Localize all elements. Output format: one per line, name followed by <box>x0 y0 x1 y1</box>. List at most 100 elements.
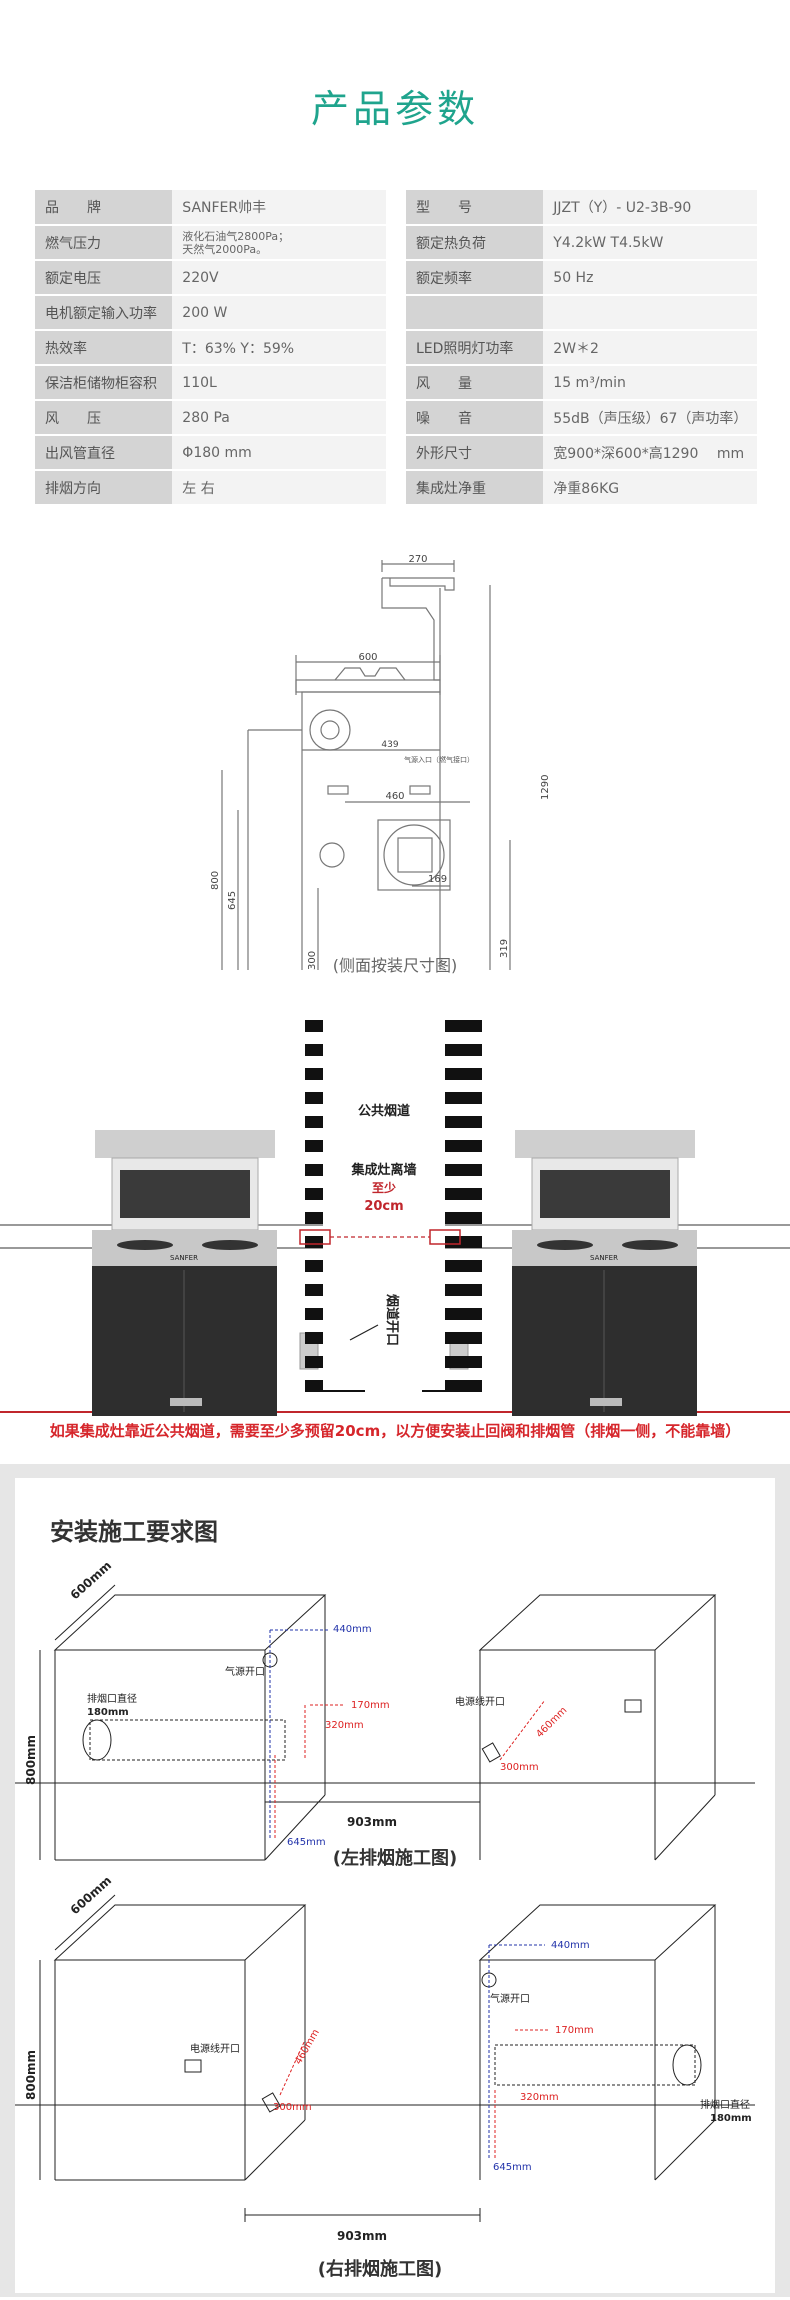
spec-gap <box>386 435 406 471</box>
spec-value: SANFER帅丰 <box>172 190 386 226</box>
spec-value: 50 Hz <box>543 260 757 296</box>
dim-439: 439 <box>381 740 398 750</box>
flue-illustration: SANFER SANFER 公共烟道 集成灶离墙 至少 20cm 烟道开口 <box>0 1020 790 1416</box>
install-sheet <box>15 1478 775 2293</box>
spec-value: Φ180 mm <box>172 435 386 471</box>
dim-320-right: 320mm <box>520 2092 559 2103</box>
gas-inlet-note: 气源入口（燃气接口） <box>404 755 474 764</box>
install-drawings: 600mm 800mm 排烟口直径 180mm 气源开口 440mm 170mm… <box>15 1558 755 2243</box>
stove-right: SANFER <box>512 1130 697 1416</box>
spec-value: 15 m³/min <box>543 365 757 401</box>
spec-value: 200 W <box>172 295 386 331</box>
min-value: 20cm <box>364 1199 403 1214</box>
dim-300-left: 300mm <box>500 1762 539 1773</box>
spec-label: LED照明灯功率 <box>406 330 544 366</box>
spec-value: 净重86KG <box>543 470 757 506</box>
exhaust-label-left: 排烟口直径 <box>87 1692 137 1705</box>
brand-left: SANFER <box>170 1254 198 1262</box>
spec-label: 风 压 <box>35 400 173 436</box>
dim-645-right: 645mm <box>493 2162 532 2173</box>
dim-645: 645 <box>227 891 238 910</box>
spec-value: JJZT（Y）- U2-3B-90 <box>543 190 757 226</box>
dim-320-left: 320mm <box>325 1720 364 1731</box>
spec-value <box>543 295 757 331</box>
spec-value: 220V <box>172 260 386 296</box>
spec-gap <box>386 365 406 401</box>
spec-label: 保洁柜储物柜容积 <box>35 365 173 401</box>
dim-300: 300 <box>307 951 318 970</box>
gas-label-right: 气源开口 <box>490 1992 530 2005</box>
spec-label: 电机额定输入功率 <box>35 295 173 331</box>
spec-value: T：63% Y：59% <box>172 330 386 366</box>
width-label-right: 903mm <box>337 2229 387 2243</box>
spec-value: 280 Pa <box>172 400 386 436</box>
spec-label: 风 量 <box>406 365 544 401</box>
width-label-left: 903mm <box>347 1815 397 1829</box>
spec-gap <box>386 330 406 366</box>
power-label-left: 电源线开口 <box>455 1695 505 1708</box>
dim-460-left: 460mm <box>534 1705 569 1740</box>
dim-645-left: 645mm <box>287 1837 326 1848</box>
spec-label: 品 牌 <box>35 190 173 226</box>
spec-label: 外形尺寸 <box>406 435 544 471</box>
spec-label <box>406 295 544 331</box>
distance-label: 集成灶离墙 <box>350 1162 416 1178</box>
dim-800: 800 <box>210 871 221 890</box>
spec-row: 排烟方向左 右集成灶净重净重86KG <box>35 470 757 506</box>
spec-label: 热效率 <box>35 330 173 366</box>
spec-gap <box>386 225 406 261</box>
spec-label: 排烟方向 <box>35 470 173 506</box>
spec-gap <box>386 295 406 331</box>
spec-label: 额定热负荷 <box>406 225 544 261</box>
right-exhaust-caption: (右排烟施工图) <box>317 2259 443 2280</box>
dim-460-right: 460mm <box>293 2028 322 2067</box>
spec-label: 燃气压力 <box>35 225 173 261</box>
dim-319: 319 <box>499 939 510 958</box>
brand-right: SANFER <box>590 1254 618 1262</box>
depth-label-right: 600mm <box>68 1873 115 1917</box>
install-title: 安装施工要求图 <box>50 1518 218 1546</box>
height-label-left: 800mm <box>24 1735 38 1785</box>
power-label-right: 电源线开口 <box>190 2042 240 2055</box>
spec-value: Y4.2kW T4.5kW <box>543 225 757 261</box>
spec-value: 左 右 <box>172 470 386 506</box>
spec-gap <box>386 470 406 506</box>
dim-460: 460 <box>385 791 404 802</box>
spec-gap <box>386 260 406 296</box>
left-exhaust-caption: (左排烟施工图) <box>332 1848 458 1869</box>
dim-170-left: 170mm <box>351 1700 390 1711</box>
spec-label: 集成灶净重 <box>406 470 544 506</box>
dim-169: 169 <box>428 874 447 885</box>
dim-170-right: 170mm <box>555 2025 594 2036</box>
stove-left: SANFER <box>92 1130 277 1416</box>
spec-label: 噪 音 <box>406 400 544 436</box>
spec-label: 型 号 <box>406 190 544 226</box>
spec-value: 110L <box>172 365 386 401</box>
depth-label-left: 600mm <box>68 1558 115 1602</box>
flue-opening-label: 烟道开口 <box>384 1294 400 1346</box>
spec-value: 液化石油气2800Pa； 天然气2000Pa。 <box>172 225 386 261</box>
exhaust-size-right: 180mm <box>710 2113 752 2124</box>
spec-value: 2W＊2 <box>543 330 757 366</box>
spec-gap <box>386 190 406 226</box>
dim-300-right: 300mm <box>273 2102 312 2113</box>
dim-top: 270 <box>408 554 427 565</box>
height-label-right: 800mm <box>24 2050 38 2100</box>
page-title: 产品参数 <box>310 87 479 131</box>
public-flue-label: 公共烟道 <box>358 1103 410 1119</box>
spec-value: 55dB（声压级）67（声功率） <box>543 400 757 436</box>
flue-shaft <box>323 1020 445 1390</box>
dim-depth: 600 <box>358 652 377 663</box>
dim-440-left: 440mm <box>333 1624 372 1635</box>
spec-label: 额定电压 <box>35 260 173 296</box>
spec-label: 额定频率 <box>406 260 544 296</box>
